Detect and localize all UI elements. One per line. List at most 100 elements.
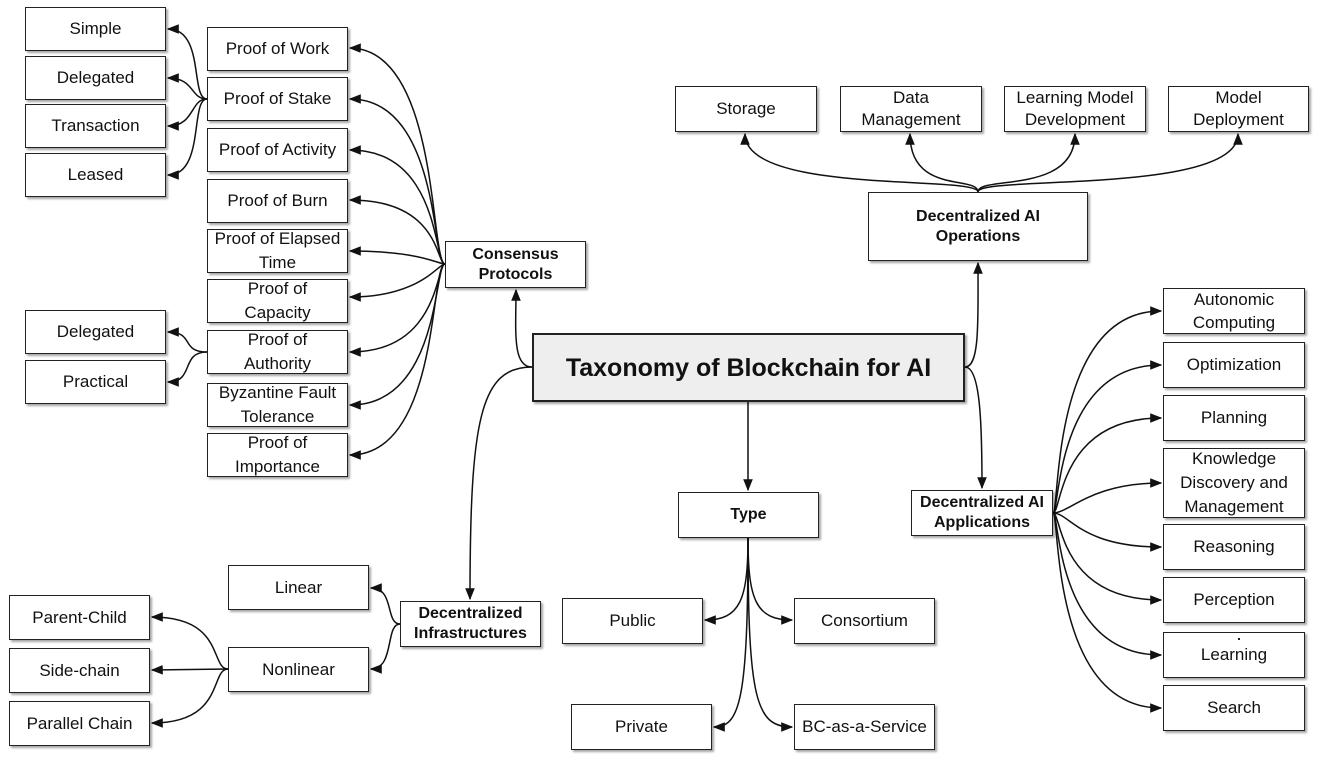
node-label: Proof of Burn [227,191,328,210]
node-label: Practical [62,372,129,391]
parallel-chain-node: Parallel Chain [9,701,150,746]
edge-pocap [348,263,446,302]
node-label: Linear [274,577,323,597]
type-node: Type [678,492,819,538]
edge-perception [1052,512,1163,605]
parent-child-node: Parent-Child [9,595,150,640]
node-label: Optimization [1186,355,1282,374]
search-node: Search [1163,685,1305,731]
node-label: Simple [69,19,122,38]
node-label: Proof of Stake [223,89,332,108]
proof-of-elapsed-time-node: Proof of Elapsed Time [207,229,348,273]
edge-lmd [977,132,1080,193]
edge-reasoning [1052,512,1163,552]
edge-storage [740,132,979,193]
private-node: Private [571,704,712,750]
learning-node: Learning [1163,632,1305,678]
bc-as-a-service-node: BC-as-a-Service [794,704,935,750]
edge-pob [348,195,446,265]
node-label: Byzantine Fault Tolerance [218,383,337,426]
edge-public [703,537,749,625]
knowledge-discovery-node: Knowledge Discovery and Management [1163,448,1305,518]
edge-transaction [166,98,208,131]
storage-node: Storage [675,86,817,132]
edge-consortium [747,537,794,625]
node-label: BC-as-a-Service [802,717,927,736]
edge-root-applications [964,366,987,490]
root-node: Taxonomy of Blockchain for AI [532,333,965,402]
edge-auth-practical [166,351,208,387]
delegated-stake-node: Delegated [25,56,166,100]
node-label: Proof of Authority [243,330,312,373]
node-label: Proof of Activity [218,140,337,159]
node-label: Delegated [56,68,135,87]
edge-poa [348,145,446,265]
autonomic-computing-node: Autonomic Computing [1163,288,1305,334]
node-label: Proof of Capacity [244,279,311,322]
practical-authority-node: Practical [25,360,166,404]
decentralized-ai-operations-node: Decentralized AI Operations [868,192,1088,261]
edge-root-consensus [511,288,533,368]
node-label: Private [615,717,668,736]
learning-model-development-node: Learning Model Development [1004,86,1146,132]
infrastructures-label: Decentralized Infrastructures [414,605,527,642]
public-node: Public [562,598,703,644]
edge-bcaas [747,537,794,732]
consensus-protocols-node: Consensus Protocols [445,241,586,288]
edge-knowledge [1052,478,1163,514]
consortium-node: Consortium [794,598,935,644]
optimization-node: Optimization [1163,342,1305,388]
edge-learning [1052,512,1163,660]
node-label: Learning Model Development [1016,88,1134,129]
node-label: Transaction [51,116,140,135]
nonlinear-node: Nonlinear [228,647,369,692]
side-chain-node: Side-chain [9,648,150,693]
proof-of-work-node: Proof of Work [207,27,348,71]
edge-leased [166,98,208,180]
decentralized-infrastructures-node: Decentralized Infrastructures [400,601,541,647]
node-label: Knowledge Discovery and Management [1180,449,1288,516]
edge-pow [348,43,446,265]
edge-poi [348,263,446,460]
edge-planning [1052,413,1163,514]
edge-private [712,537,749,732]
edge-simple [166,24,208,100]
proof-of-stake-node: Proof of Stake [207,77,348,121]
edge-search [1052,512,1163,713]
node-label: Proof of Elapsed Time [214,229,341,272]
node-label: Reasoning [1193,537,1275,556]
planning-node: Planning [1163,395,1305,441]
proof-of-authority-node: Proof of Authority [207,330,348,374]
linear-node: Linear [228,565,369,610]
byzantine-fault-tolerance-node: Byzantine Fault Tolerance [207,383,348,427]
node-label: Storage [716,99,776,118]
edge-autonomic [1052,306,1163,514]
delegated-authority-node: Delegated [25,310,166,354]
model-deployment-node: Model Deployment [1168,86,1309,132]
node-label: Consortium [821,611,908,630]
node-label: Model Deployment [1193,88,1284,129]
edge-parallel-chain [150,668,229,728]
edge-linear [369,583,401,625]
proof-of-activity-node: Proof of Activity [207,128,348,172]
edge-auth-delegated [166,327,208,353]
node-label: Perception [1193,590,1275,609]
node-label: Proof of Importance [234,433,321,476]
node-label: Parallel Chain [26,713,133,733]
edge-root-infra [465,366,533,601]
edge-poet [348,246,446,265]
node-label: Proof of Work [225,39,330,58]
transaction-stake-node: Transaction [25,104,166,148]
proof-of-importance-node: Proof of Importance [207,433,348,477]
node-label: Public [609,611,656,630]
leased-stake-node: Leased [25,153,166,197]
reasoning-node: Reasoning [1163,524,1305,570]
root-label: Taxonomy of Blockchain for AI [565,353,932,382]
decentralized-ai-applications-node: Decentralized AI Applications [911,490,1053,536]
consensus-protocols-label: Consensus Protocols [472,245,559,283]
perception-node: Perception [1163,577,1305,623]
node-label: Learning [1200,645,1268,664]
node-label: Search [1207,698,1261,717]
simple-stake-node: Simple [25,7,166,51]
